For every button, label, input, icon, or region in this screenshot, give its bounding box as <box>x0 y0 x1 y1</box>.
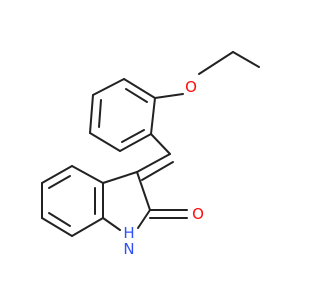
bond-c2-n <box>137 209 151 229</box>
bond-ring-top-1 <box>123 78 156 99</box>
bond-ring-bottom-5-inner <box>48 212 71 227</box>
molecule-structure-diagram: O O H N <box>41 51 260 258</box>
amide-nitrogen-label: N <box>123 240 134 258</box>
bond-o-aryl <box>154 93 184 99</box>
bond-aryl-vinyl <box>150 133 171 155</box>
ether-oxygen-label: O <box>185 78 197 96</box>
atom-labels: O O H N <box>123 78 204 258</box>
bond-c3-c3a <box>102 171 138 184</box>
bond-ring-top-4 <box>89 132 121 152</box>
bond-ring-bottom-5 <box>41 217 73 237</box>
bond-ring-top-3 <box>89 94 94 134</box>
bond-skeleton <box>41 51 260 237</box>
bond-c3-c2 <box>136 171 151 211</box>
bond-n-c7a <box>102 217 121 231</box>
bond-ethyl-ch2-o <box>198 51 234 75</box>
carbonyl-oxygen-label: O <box>192 205 204 223</box>
bond-vinyl-double-1 <box>136 153 171 173</box>
bond-ring-bottom-2 <box>71 165 104 184</box>
bond-ring-top-5 <box>119 133 152 152</box>
bond-ring-bottom-3 <box>41 165 73 184</box>
bond-ring-top-3-inner <box>98 99 102 128</box>
bond-ring-top-5-inner <box>121 129 145 143</box>
bond-ring-top-1-inner <box>125 88 148 103</box>
bond-vinyl-double-2 <box>141 161 174 181</box>
bond-ethyl-ch3-ch2 <box>232 51 260 68</box>
bond-ring-top-6 <box>150 97 156 135</box>
amide-hydrogen-label: H <box>123 224 134 242</box>
bond-ring-top-2 <box>92 78 125 96</box>
bond-ring-bottom-6 <box>71 217 104 237</box>
bond-ring-bottom-3-inner <box>48 175 71 189</box>
